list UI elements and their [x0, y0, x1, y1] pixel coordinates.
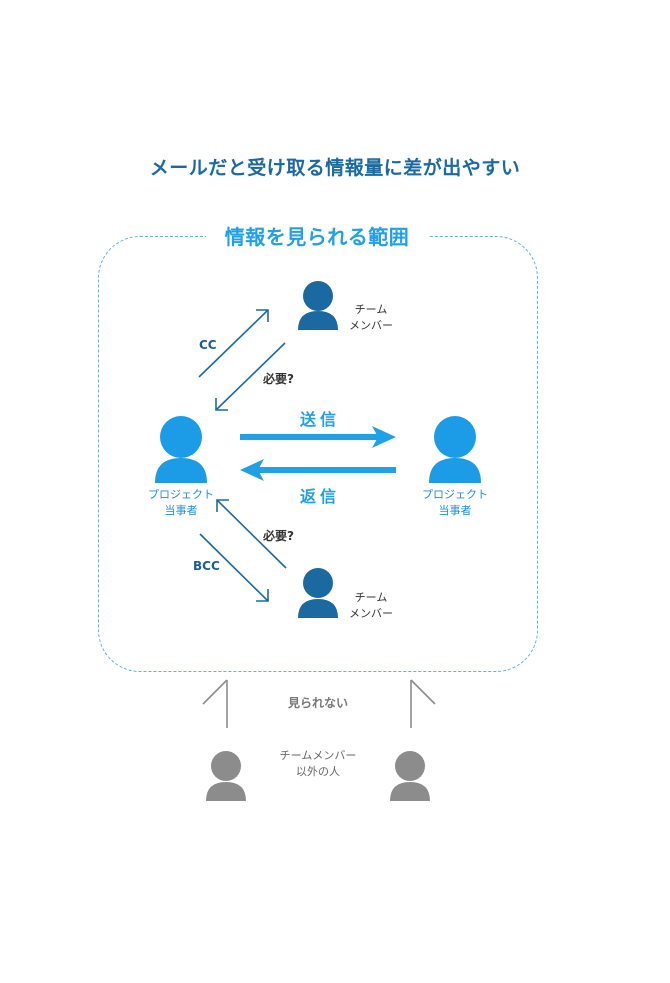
project-left-label: プロジェクト 当事者 — [148, 488, 214, 517]
project-right-label: プロジェクト 当事者 — [422, 488, 488, 517]
need-arrow-top — [215, 342, 286, 411]
member-bottom-person-icon — [298, 568, 338, 618]
cannot-see-arrow-right — [410, 679, 436, 728]
need-arrow-bottom — [216, 499, 287, 569]
bcc-label: BCC — [193, 559, 220, 573]
need-label-bottom: 必要? — [263, 529, 294, 543]
reply-label: 返信 — [300, 487, 341, 506]
outsider-right-person-icon — [390, 751, 430, 801]
cc-arrow — [198, 309, 269, 378]
cc-label: CC — [199, 338, 217, 352]
outsider-left-person-icon — [206, 751, 246, 801]
bcc-arrow — [199, 533, 269, 602]
project-left-person-icon — [155, 416, 207, 483]
outsiders-label: チームメンバー 以外の人 — [279, 749, 357, 778]
member-top-person-icon — [298, 281, 338, 330]
cannot-see-label: 見られない — [287, 696, 348, 710]
member-bottom-label: チーム メンバー — [349, 591, 393, 620]
project-right-person-icon — [429, 416, 481, 483]
cannot-see-arrow-left — [202, 679, 228, 728]
send-label: 送信 — [300, 410, 341, 429]
member-top-label: チーム メンバー — [349, 303, 393, 332]
scope-title: 情報を見られる範囲 — [206, 221, 428, 250]
send-arrow — [240, 426, 396, 448]
page-title: メールだと受け取る情報量に差が出やすい — [149, 157, 521, 179]
reply-arrow — [240, 459, 396, 481]
need-label-top: 必要? — [263, 372, 294, 386]
